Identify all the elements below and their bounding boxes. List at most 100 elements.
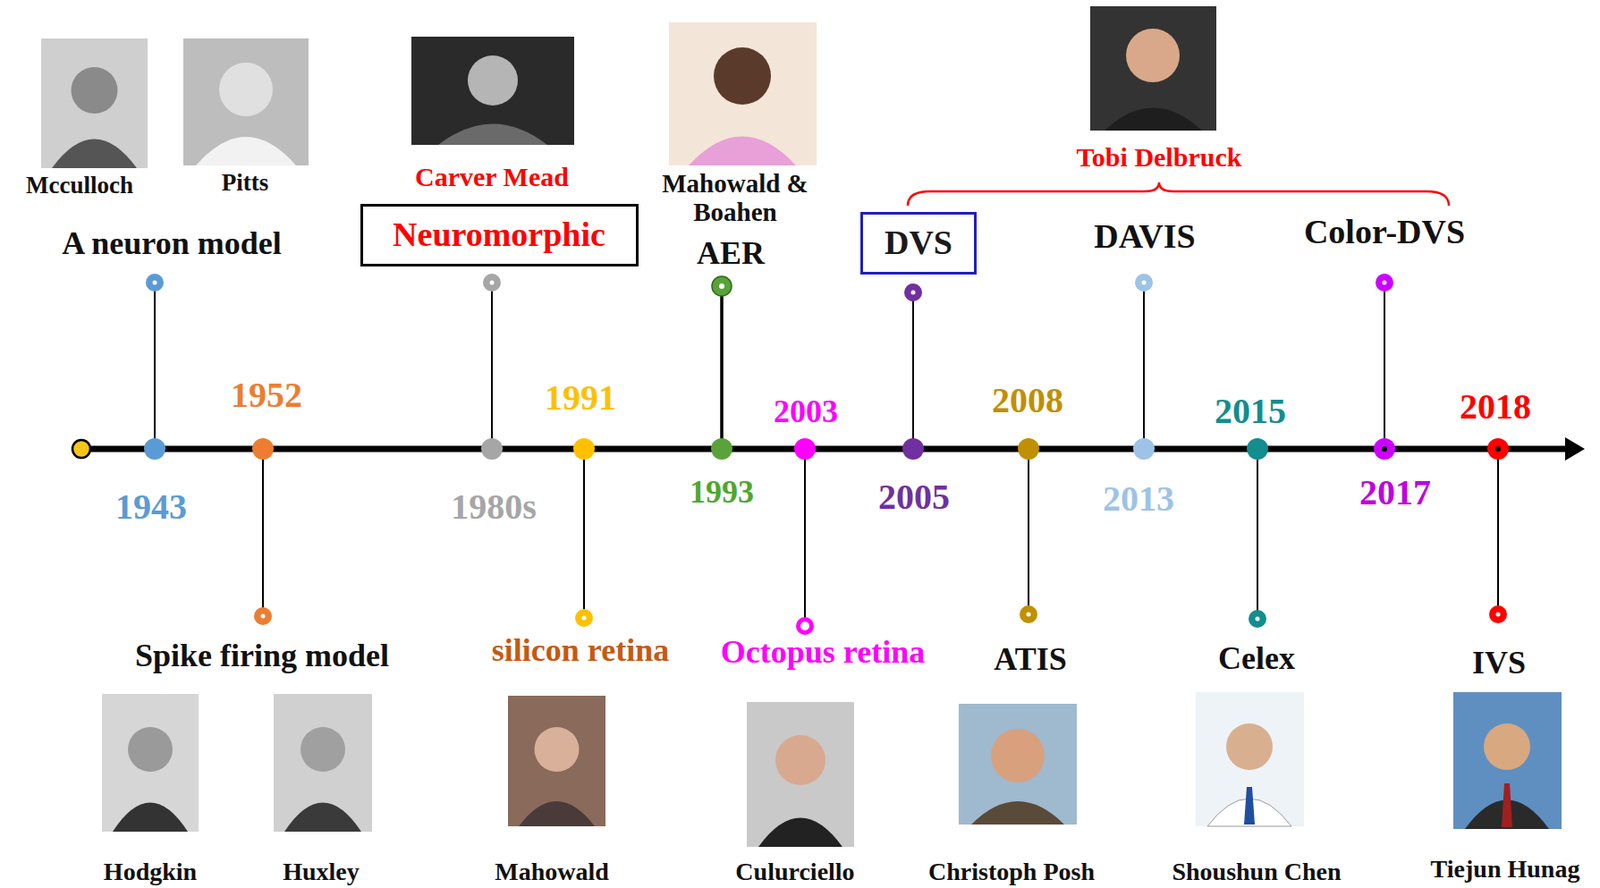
event-name: A neuron model bbox=[61, 226, 281, 263]
highlight-box: Neuromorphic bbox=[360, 203, 639, 267]
stem-dot bbox=[253, 607, 272, 626]
axis-dot bbox=[1133, 438, 1155, 460]
photo-head bbox=[990, 728, 1045, 783]
axis-dot-center bbox=[1495, 446, 1501, 452]
photo-head bbox=[1226, 723, 1273, 771]
box-title: Neuromorphic bbox=[392, 216, 606, 254]
photo-frame bbox=[101, 694, 199, 832]
person-name: Christoph Posh bbox=[928, 858, 1095, 887]
axis-dot bbox=[1017, 438, 1040, 460]
event-name: Octopus retina bbox=[720, 634, 925, 671]
photo-head bbox=[127, 727, 173, 772]
photo-body bbox=[688, 136, 796, 167]
axis-dot-center bbox=[1381, 446, 1388, 452]
event-name: Color-DVS bbox=[1303, 213, 1465, 252]
stem-dot bbox=[482, 273, 501, 292]
stem-dot-center bbox=[1255, 617, 1261, 622]
portrait-photo bbox=[958, 703, 1077, 825]
portrait-photo bbox=[273, 694, 373, 832]
event-name: ATIS bbox=[993, 642, 1067, 678]
year-label: 2005 bbox=[878, 477, 950, 517]
portrait-photo bbox=[746, 702, 855, 847]
stem-dot-center bbox=[490, 280, 495, 286]
photo-frame bbox=[507, 695, 606, 827]
photo-frame bbox=[958, 703, 1077, 825]
photo-frame bbox=[1453, 692, 1562, 830]
stem-line bbox=[719, 286, 724, 449]
photo-head bbox=[1125, 28, 1180, 83]
portrait-photo bbox=[101, 694, 199, 832]
person-name: Pitts bbox=[221, 169, 269, 197]
portrait-photo bbox=[411, 36, 575, 145]
year-label: 2017 bbox=[1359, 473, 1431, 513]
photo-head bbox=[713, 47, 771, 105]
photo-body bbox=[758, 818, 843, 848]
year-label: 2015 bbox=[1214, 391, 1287, 432]
person-name: Mahowald bbox=[494, 858, 610, 887]
photo-frame bbox=[746, 702, 855, 847]
event-name: DAVIS bbox=[1093, 218, 1195, 256]
photo-body bbox=[195, 136, 297, 166]
person-name: Hodgkin bbox=[103, 858, 197, 887]
stem-line bbox=[1142, 282, 1145, 449]
year-label: 2018 bbox=[1459, 387, 1532, 427]
time-axis bbox=[81, 446, 1567, 453]
stem-dot-center bbox=[261, 614, 266, 619]
photo-tie bbox=[1244, 787, 1255, 825]
photo-body bbox=[51, 139, 137, 170]
stem-dot bbox=[1134, 273, 1153, 292]
person-name: Mcculloch bbox=[25, 172, 134, 200]
photo-head bbox=[1483, 723, 1531, 771]
photo-body bbox=[1104, 108, 1203, 132]
event-name: Celex bbox=[1218, 641, 1296, 678]
stem-dot-center bbox=[152, 280, 158, 286]
stem-dot bbox=[1019, 605, 1038, 624]
person-name: Carver Mead bbox=[414, 161, 569, 192]
stem-dot-center bbox=[911, 290, 916, 296]
event-name: IVS bbox=[1472, 645, 1526, 682]
portrait-photo bbox=[41, 38, 148, 169]
photo-frame bbox=[41, 38, 148, 169]
stem-dot bbox=[711, 276, 732, 297]
stem-line bbox=[153, 282, 156, 449]
axis-dot bbox=[1246, 438, 1269, 460]
stem-line bbox=[491, 282, 493, 449]
portrait-photo bbox=[1453, 692, 1562, 830]
stem-dot bbox=[795, 617, 814, 635]
axis-dot bbox=[481, 438, 503, 460]
axis-dot bbox=[902, 438, 924, 460]
stems bbox=[154, 282, 1499, 627]
axis-start-dot bbox=[72, 440, 91, 458]
event-name: AER bbox=[696, 236, 765, 272]
photo-frame bbox=[183, 38, 309, 166]
year-label: 2008 bbox=[991, 380, 1064, 421]
group-bracket bbox=[907, 182, 1449, 206]
year-label: 1952 bbox=[230, 375, 303, 415]
portrait-photo bbox=[507, 695, 606, 827]
stem-dot bbox=[575, 609, 593, 627]
axis-dot bbox=[1487, 438, 1509, 460]
photo-head bbox=[467, 55, 518, 106]
stem-dot-center bbox=[582, 616, 587, 621]
photo-frame bbox=[1090, 6, 1217, 131]
year-label: 1993 bbox=[689, 474, 754, 511]
year-label: 1943 bbox=[115, 487, 187, 527]
photo-head bbox=[219, 62, 273, 117]
stem-dot bbox=[1375, 273, 1394, 292]
stem-dot-center bbox=[1142, 280, 1147, 286]
axis-dot bbox=[252, 438, 274, 460]
person-name: Tobi Delbruck bbox=[1076, 142, 1243, 172]
stem-line bbox=[1383, 282, 1386, 449]
photo-body bbox=[518, 801, 595, 827]
axis-dot bbox=[1373, 438, 1396, 460]
axis-dot bbox=[573, 438, 595, 460]
photo-head bbox=[300, 727, 346, 772]
photo-frame bbox=[1195, 692, 1304, 827]
stem-line bbox=[1497, 448, 1499, 615]
year-label: 2003 bbox=[773, 394, 839, 431]
stem-line bbox=[912, 292, 915, 449]
person-name: Huxley bbox=[282, 858, 360, 887]
stem-dot-center bbox=[719, 283, 725, 289]
